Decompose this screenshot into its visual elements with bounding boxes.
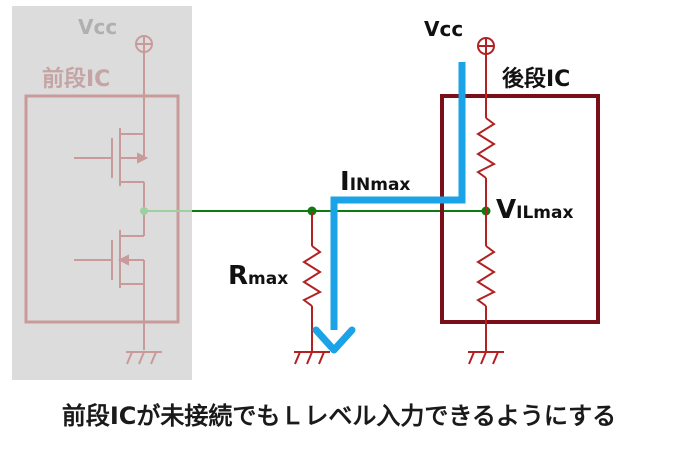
rear-ic-vcc-label: Vcc [424,17,463,41]
caption: 前段ICが未接続でもＬレベル入力できるようにする [61,402,617,430]
rear-ic-title: 後段IC [502,66,570,92]
front-ic-vcc-label: Vcc [78,15,117,39]
pulldown-resistor [302,211,323,352]
front-pmos-transistor [74,100,149,211]
front-ground-symbol [126,351,162,365]
current-arrow-head [312,326,356,354]
pulldown-ground-symbol [294,351,330,365]
front-vcc-symbol [135,35,153,100]
rear-ground-symbol [468,351,504,365]
front-ic-panel [12,6,192,380]
front-ic-title: 前段IC [42,66,110,92]
rear-upper-resistor [476,54,497,211]
front-nmos-transistor [74,211,145,350]
front-ic-box [24,94,180,324]
rear-vcc-symbol [477,37,495,55]
rear-lower-resistor [476,211,497,352]
voltage-label: VILmax [496,195,573,225]
current-label: IINmax [340,167,410,197]
resistor-label: Rmax [228,261,288,291]
rear-ic-box [440,94,600,324]
current-path-arrow [330,62,466,330]
